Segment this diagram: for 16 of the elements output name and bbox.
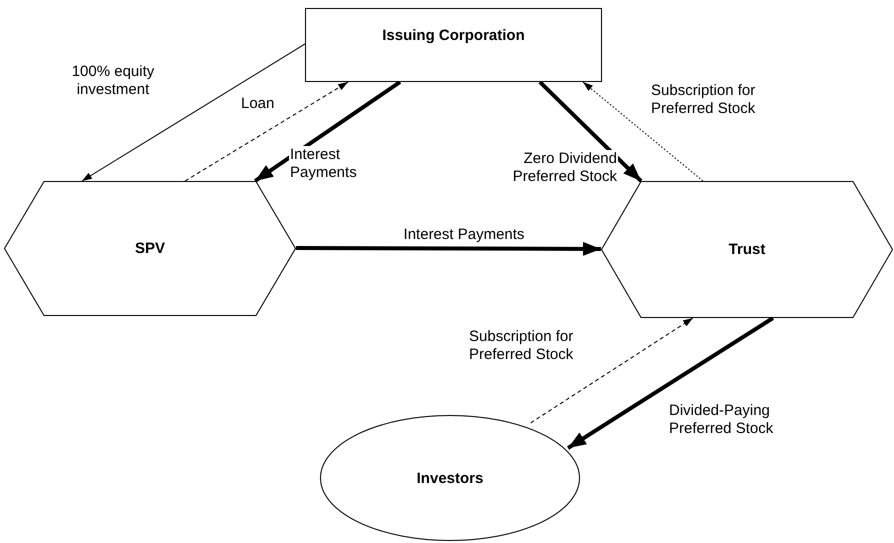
- arrow: [566, 316, 774, 450]
- node-label: Issuing Corporation: [382, 26, 525, 44]
- arrow: [296, 242, 601, 256]
- entity-hexagon: [4, 181, 296, 316]
- entity-box: [305, 8, 602, 82]
- arrow: [538, 80, 642, 182]
- node-label: Investors: [416, 470, 484, 486]
- entity-hexagon: [601, 181, 893, 318]
- arrow: [530, 318, 694, 424]
- arrow: [582, 82, 704, 182]
- node-label: SPV: [134, 240, 165, 257]
- node-label: Trust: [728, 241, 766, 258]
- arrow: [184, 82, 349, 182]
- arrow: [254, 80, 402, 183]
- arrow: [81, 43, 306, 182]
- entity-ellipse: [320, 415, 580, 541]
